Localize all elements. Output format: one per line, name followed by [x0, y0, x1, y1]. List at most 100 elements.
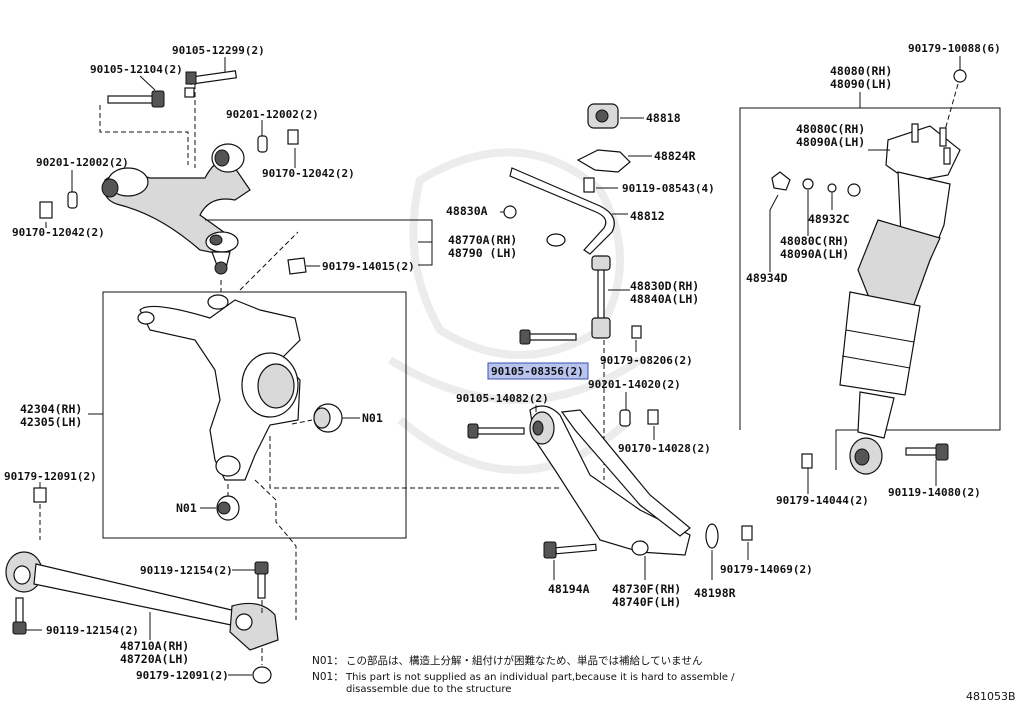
washer-90201-14020[interactable] [619, 409, 631, 427]
ball-joint-hole [209, 234, 223, 246]
bolt-head [254, 561, 269, 575]
bracket-48934D[interactable] [771, 171, 791, 191]
label-48080C-a[interactable]: 48080C(RH) [796, 122, 865, 136]
stabilizer-bar-48812[interactable] [509, 167, 615, 255]
bolt-90105-12104[interactable] [107, 95, 157, 104]
nut-90170-12042-b[interactable] [39, 201, 53, 219]
note-jp-prefix: N01： [312, 655, 344, 667]
label-n01-upper[interactable]: N01 [362, 411, 383, 425]
bolt-48194A[interactable] [555, 543, 597, 555]
label-90179-14069[interactable]: 90179-14069(2) [720, 563, 813, 576]
washer-48080C-a[interactable] [802, 178, 814, 190]
note-en-prefix: N01： [312, 671, 344, 683]
label-90179-08206[interactable]: 90179-08206(2) [600, 354, 693, 367]
label-48840A[interactable]: 48840A(LH) [630, 292, 699, 306]
label-48818[interactable]: 48818 [646, 111, 681, 125]
bushing-hole [595, 109, 609, 123]
label-90105-08356[interactable]: 90105-08356(2) [491, 365, 584, 378]
stabilizer-link-48830D[interactable] [597, 261, 605, 323]
bushing-hole [101, 178, 119, 198]
leader-lines-lower-left [26, 482, 255, 676]
label-48830D[interactable]: 48830D(RH) [630, 279, 699, 293]
bolt-90105-14082[interactable] [475, 427, 525, 435]
knuckle-group [102, 291, 560, 620]
bushing-48830A[interactable] [503, 205, 517, 219]
label-90179-12091[interactable]: 90179-12091(2) [4, 470, 97, 483]
shock-absorber-48080[interactable] [839, 291, 921, 396]
label-90179-14015[interactable]: 90179-14015(2) [322, 260, 415, 273]
steering-knuckle-42304[interactable] [139, 299, 301, 481]
label-90201-12002[interactable]: 90201-12002(2) [226, 108, 319, 121]
nut-90179-08206[interactable] [631, 325, 642, 339]
label-90119-14080[interactable]: 90119-14080(2) [888, 486, 981, 499]
label-48090[interactable]: 48090(LH) [830, 77, 892, 91]
stabilizer-bracket-48824R[interactable] [576, 149, 631, 173]
label-90170-12042[interactable]: 90170-12042(2) [262, 167, 355, 180]
bolt-head [543, 541, 557, 559]
label-48720A[interactable]: 48720A(LH) [120, 652, 189, 666]
label-90201-12002-b[interactable]: 90201-12002(2) [36, 156, 129, 169]
label-90119-12154-b[interactable]: 90119-12154(2) [46, 624, 139, 637]
lower-arm-group [467, 405, 753, 559]
label-48710A[interactable]: 48710A(RH) [120, 639, 189, 653]
nut-90179-14069[interactable] [741, 525, 753, 541]
label-48080[interactable]: 48080(RH) [830, 64, 892, 78]
label-42304[interactable]: 42304(RH) [20, 402, 82, 416]
washer-90201-12002-b[interactable] [67, 191, 78, 209]
label-90105-14082[interactable]: 90105-14082(2) [456, 392, 549, 405]
lower-arm-48730F[interactable] [529, 405, 691, 556]
label-48830A[interactable]: 48830A [446, 204, 488, 218]
bolt-90119-12154[interactable] [15, 597, 24, 625]
arm-outer-hole [235, 613, 253, 631]
washer-48932C[interactable] [827, 183, 837, 193]
label-48198R[interactable]: 48198R [694, 586, 736, 600]
nut-90179-12091-b[interactable] [252, 666, 272, 684]
label-90119-08543[interactable]: 90119-08543(4) [622, 182, 715, 195]
nut-90179-14044[interactable] [801, 453, 813, 469]
label-48740F[interactable]: 48740F(LH) [612, 595, 681, 609]
label-42305[interactable]: 42305(LH) [20, 415, 82, 429]
bolt-90105-08356[interactable] [527, 333, 577, 341]
label-n01-lower[interactable]: N01 [176, 501, 197, 515]
label-90179-14044[interactable]: 90179-14044(2) [776, 494, 869, 507]
bushing-hole [532, 420, 544, 436]
washer-90201-12002[interactable] [257, 135, 268, 153]
label-90179-10088[interactable]: 90179-10088(6) [908, 42, 1001, 55]
bolt-head [151, 90, 165, 108]
ring-48090A[interactable] [847, 183, 861, 197]
label-90201-14020[interactable]: 90201-14020(2) [588, 378, 681, 391]
bolt-90119-08543[interactable] [583, 177, 595, 193]
bushing-hole [214, 149, 230, 167]
label-48812[interactable]: 48812 [630, 209, 665, 223]
knuckle-box [102, 291, 407, 539]
nut-90170-12042[interactable] [287, 129, 299, 145]
stabilizer-group [503, 103, 642, 480]
leader-lines-stabilizer [500, 117, 652, 352]
label-48824R[interactable]: 48824R [654, 149, 696, 163]
shock-lower-tube [857, 391, 895, 439]
label-48790[interactable]: 48790 (LH) [448, 246, 517, 260]
bolt-90119-12154-b[interactable] [257, 571, 266, 599]
label-90179-12091-b[interactable]: 90179-12091(2) [136, 669, 229, 682]
label-90119-12154[interactable]: 90119-12154(2) [140, 564, 233, 577]
label-48080C-b[interactable]: 48080C(RH) [780, 234, 849, 248]
label-90105-12104[interactable]: 90105-12104(2) [90, 63, 183, 76]
label-90105-12299[interactable]: 90105-12299(2) [172, 44, 265, 57]
label-90170-12042-b[interactable]: 90170-12042(2) [12, 226, 105, 239]
nut-90179-10088[interactable] [953, 69, 967, 83]
label-48090A-b[interactable]: 48090A(LH) [780, 247, 849, 261]
label-48934D[interactable]: 48934D [746, 271, 788, 285]
leader-lines-shock [769, 56, 961, 494]
ball-joint-tip [214, 261, 228, 275]
label-48932C[interactable]: 48932C [808, 212, 850, 226]
nut-90179-12091[interactable] [33, 487, 47, 503]
nut-90179-14015[interactable] [287, 257, 307, 275]
label-48770A[interactable]: 48770A(RH) [448, 233, 517, 247]
cam-plate-48198R[interactable] [705, 523, 719, 549]
label-48194A[interactable]: 48194A [548, 582, 590, 596]
nut-90170-14028[interactable] [647, 409, 659, 425]
label-90170-14028[interactable]: 90170-14028(2) [618, 442, 711, 455]
label-48730F[interactable]: 48730F(RH) [612, 582, 681, 596]
label-48090A-a[interactable]: 48090A(LH) [796, 135, 865, 149]
bolt-90105-12299[interactable] [189, 70, 238, 85]
